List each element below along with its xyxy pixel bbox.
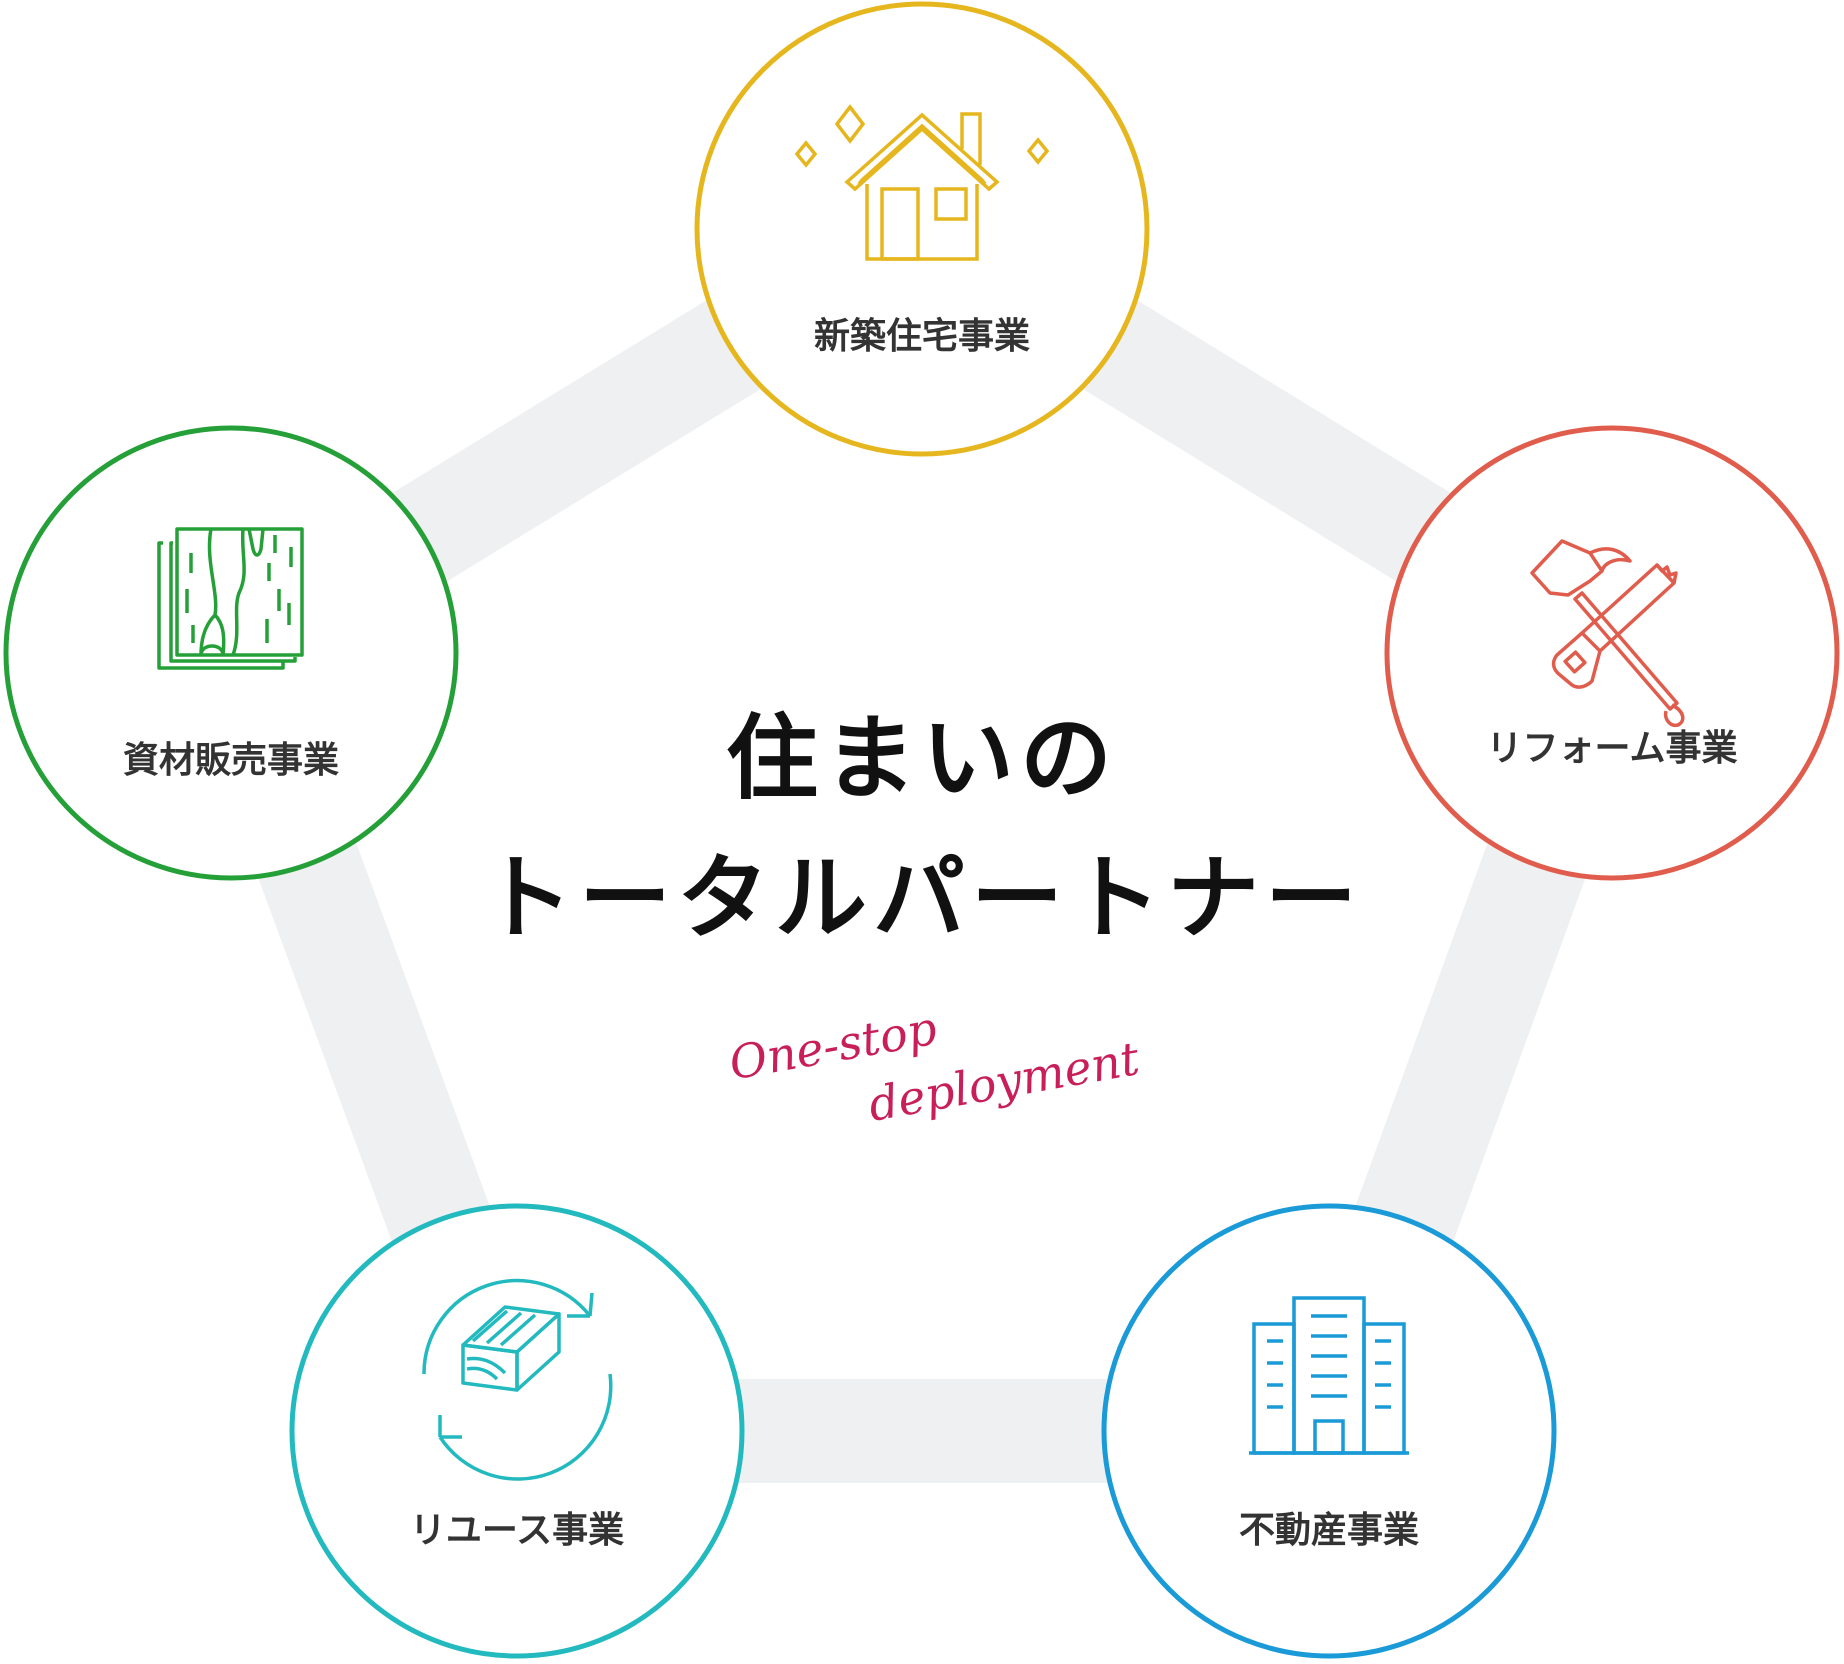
- node-reuse[interactable]: リユース事業: [289, 1203, 745, 1659]
- node-reform[interactable]: リフォーム事業: [1384, 425, 1840, 881]
- node-label: 資材販売事業: [123, 740, 339, 781]
- hammer-saw-icon: [1530, 539, 1685, 728]
- title-line-2: トータルパートナー: [481, 845, 1363, 952]
- center-title: 住まいの トータルパートナー: [481, 705, 1363, 952]
- node-new-housing[interactable]: 新築住宅事業: [694, 1, 1150, 457]
- node-label: 新築住宅事業: [814, 315, 1030, 357]
- node-circle: [694, 1, 1150, 457]
- node-circle: [1384, 425, 1840, 881]
- node-materials-sales[interactable]: 資材販売事業: [3, 425, 459, 881]
- node-real-estate[interactable]: 不動産事業: [1101, 1203, 1557, 1659]
- house-icon: [794, 104, 1050, 261]
- building-icon: [1249, 1296, 1409, 1455]
- node-label: リユース事業: [410, 1510, 624, 1551]
- recycle-lumber-icon: [422, 1278, 613, 1481]
- node-label: 不動産事業: [1239, 1510, 1419, 1551]
- wood-panel-icon: [157, 527, 304, 670]
- title-line-1: 住まいの: [726, 705, 1118, 812]
- node-circle: [1101, 1203, 1557, 1659]
- tagline: One-stop deployment: [725, 1001, 1144, 1132]
- node-label: リフォーム事業: [1487, 728, 1738, 769]
- node-circle: [289, 1203, 745, 1659]
- node-circle: [3, 425, 459, 881]
